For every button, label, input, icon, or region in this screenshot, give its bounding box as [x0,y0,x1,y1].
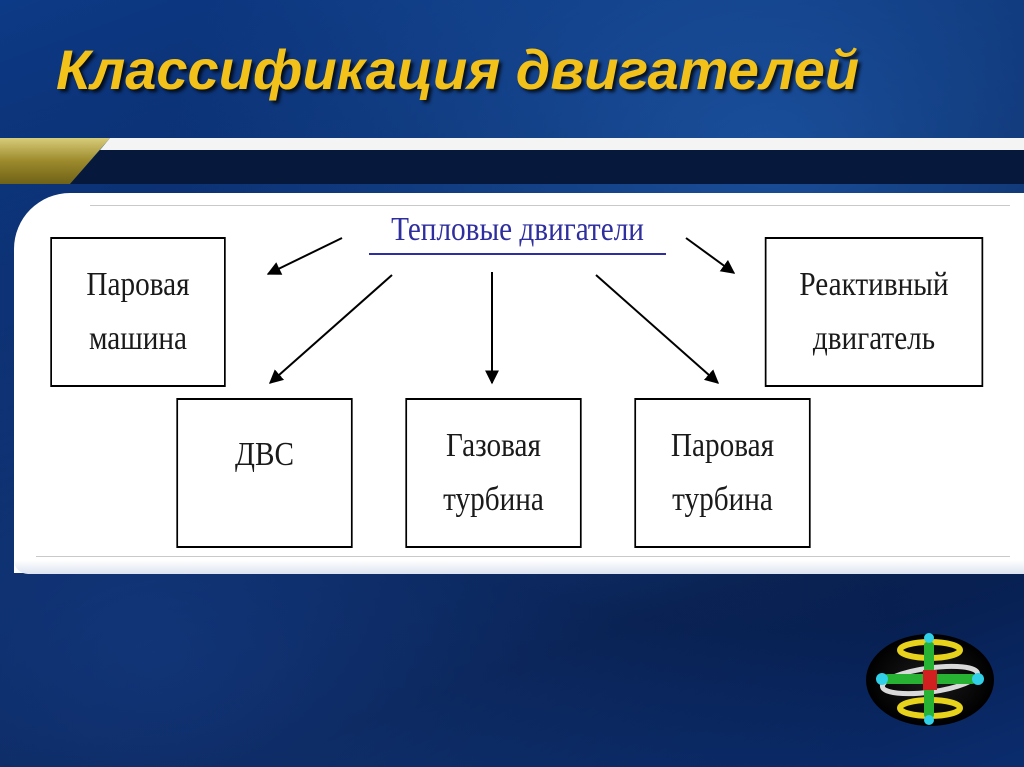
node-steam-turbine-line-1: Паровая [670,426,775,464]
root-node-underline [369,253,666,255]
panel-bottom-edge [14,560,1024,574]
node-jet-engine-line-2: двигатель [812,320,936,357]
node-steam-engine-line-1: Паровая [86,265,190,303]
node-steam-engine: Паровая машина [50,237,226,387]
panel-top-rule [90,205,1010,206]
node-gas-turbine-line-1: Газовая [445,426,541,464]
node-ice-line-1: ДВС [235,436,294,473]
node-gas-turbine: Газовая турбина [405,398,582,548]
node-steam-turbine-line-2: турбина [672,481,773,518]
node-steam-engine-line-2: машина [88,320,188,357]
atom-logo-icon [866,633,994,726]
slide-title: Классификация двигателей [56,38,860,101]
panel-bottom-rule [36,556,1010,557]
root-node-label: Тепловые двигатели [391,211,644,248]
node-ice: ДВС [176,398,353,548]
decorative-stripe [0,138,1024,184]
node-gas-turbine-line-2: турбина [443,481,544,518]
node-steam-turbine: Паровая турбина [634,398,811,548]
node-jet-engine-line-1: Реактивный [799,265,949,303]
node-jet-engine: Реактивный двигатель [764,237,984,387]
